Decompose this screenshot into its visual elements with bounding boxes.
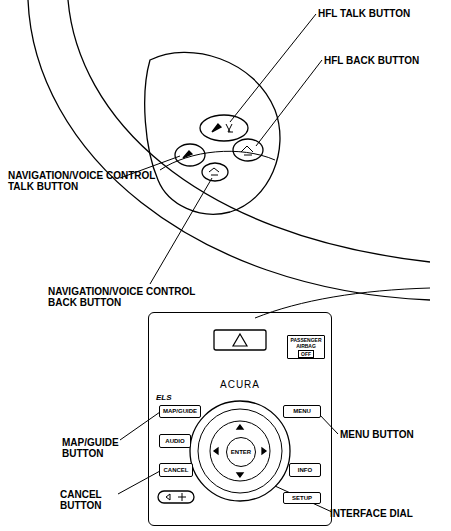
callout-label: CANCEL BUTTON bbox=[60, 489, 116, 511]
back-icon bbox=[209, 168, 219, 175]
panel-button: SETUP bbox=[283, 492, 321, 504]
hfl-talk-button bbox=[200, 115, 248, 141]
button-text: INFO bbox=[298, 467, 312, 474]
hazard-button bbox=[214, 330, 266, 350]
dial-arrows bbox=[214, 425, 266, 477]
callout-label: HFL BACK BUTTON bbox=[324, 55, 449, 66]
enter-button: ENTER bbox=[226, 437, 256, 467]
button-text: ENTER bbox=[231, 449, 251, 456]
panel-button: MAP/GUIDE bbox=[159, 405, 201, 418]
panel-button: MENU bbox=[283, 405, 321, 418]
brand-text: ACURA bbox=[149, 379, 331, 390]
wheel-rim bbox=[255, 288, 430, 318]
wheel-rim bbox=[28, 0, 430, 300]
leader-line bbox=[230, 14, 316, 122]
back-icon bbox=[241, 146, 253, 155]
phone-icon bbox=[212, 124, 221, 132]
callout-label: INTERFACE DIAL bbox=[330, 508, 448, 519]
talk-icon bbox=[183, 151, 192, 158]
button-icon bbox=[166, 493, 186, 501]
leader-line bbox=[120, 412, 160, 440]
oval-button bbox=[158, 491, 194, 503]
leader-line bbox=[150, 178, 212, 284]
wheel-spoke bbox=[145, 52, 280, 214]
panel-button: AUDIO bbox=[159, 434, 191, 448]
button-text: OFF bbox=[298, 350, 314, 358]
callout-label: MENU BUTTON bbox=[340, 429, 448, 440]
callout-label: MAP/GUIDE BUTTON bbox=[62, 437, 130, 459]
nav-back-button bbox=[202, 163, 228, 181]
button-text: SETUP bbox=[292, 495, 312, 502]
button-text: AUDIO bbox=[165, 438, 184, 445]
leader-line bbox=[256, 60, 322, 146]
leader-line bbox=[318, 413, 338, 434]
voice-icon bbox=[226, 124, 233, 132]
dial-pad bbox=[210, 421, 270, 481]
button-text: MAP/GUIDE bbox=[163, 408, 197, 415]
button-text: PASSENGER AIRBAG bbox=[288, 337, 324, 349]
nav-talk-button bbox=[175, 144, 205, 166]
leader-line bbox=[275, 486, 332, 512]
panel-button: CANCEL bbox=[159, 463, 193, 477]
panel-button: PASSENGER AIRBAGOFF bbox=[287, 335, 325, 359]
hazard-symbol bbox=[233, 334, 247, 346]
wheel-rim bbox=[68, 0, 430, 262]
callout-label: HFL TALK BUTTON bbox=[318, 8, 448, 19]
button-text: MENU bbox=[293, 408, 311, 415]
panel-button: INFO bbox=[289, 463, 321, 477]
button-text: CANCEL bbox=[164, 467, 189, 474]
callout-label: NAVIGATION/VOICE CONTROL TALK BUTTON bbox=[8, 170, 176, 192]
callout-label: NAVIGATION/VOICE CONTROL BACK BUTTON bbox=[48, 286, 226, 308]
leader-line bbox=[118, 471, 160, 494]
interface-dial bbox=[198, 409, 282, 493]
logo-text: ELS bbox=[156, 392, 180, 403]
control-panel: ACURA PASSENGER AIRBAGOFF MAP/GUIDE MENU AUD… bbox=[148, 312, 332, 526]
